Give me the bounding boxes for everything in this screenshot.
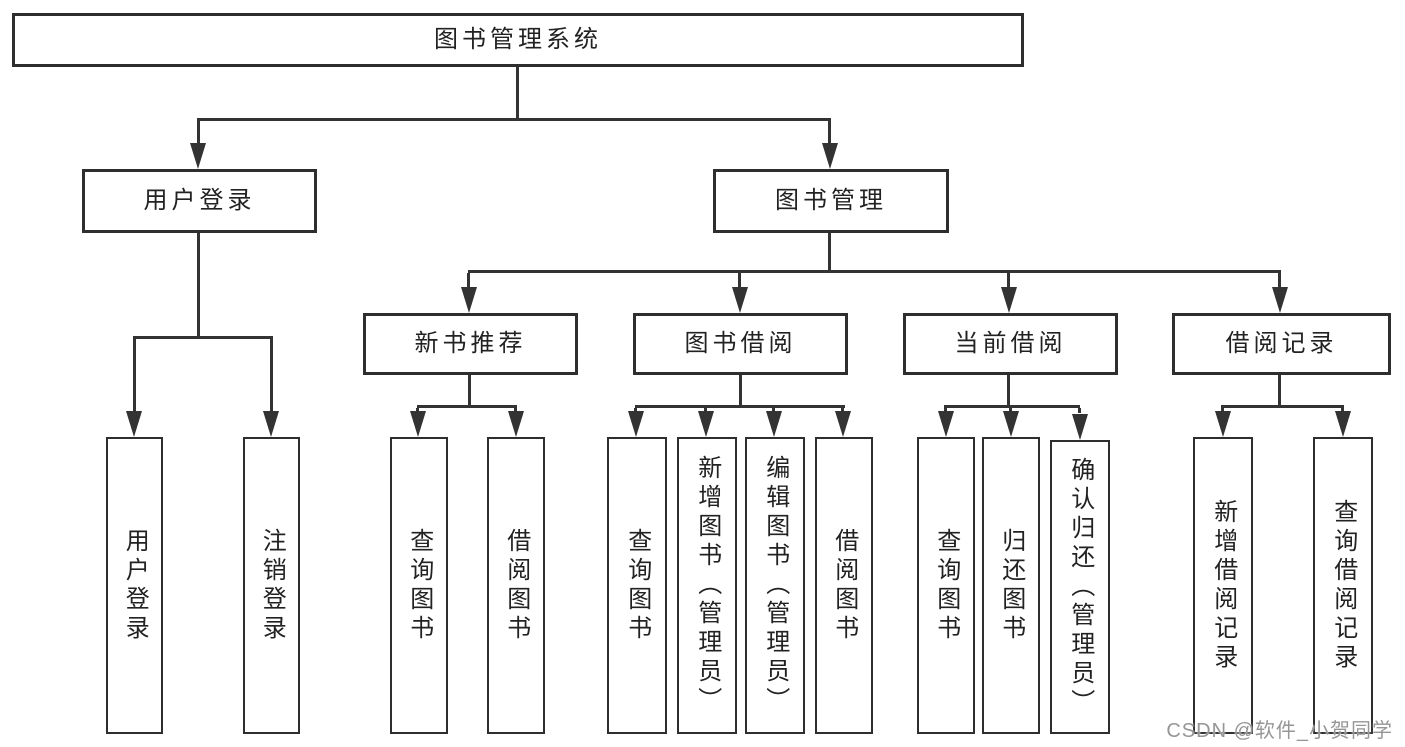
connector-stem (270, 339, 273, 411)
connector-stem (704, 408, 707, 413)
node-current-borrow: 当前借阅 (903, 313, 1118, 375)
leaf-edit-books-admin: 编辑图书（管理员） (745, 437, 805, 734)
connector-stem (1007, 375, 1010, 408)
connector-hbar (944, 405, 1080, 408)
leaf-confirm-return-admin: 确认归还（管理员） (1050, 440, 1110, 734)
leaf-query-books-recommend: 查询图书 (390, 437, 448, 734)
connector-hbar (417, 405, 517, 408)
connector-hbar (635, 405, 845, 408)
node-user-login: 用户登录 (82, 169, 317, 233)
arrowhead (698, 411, 714, 437)
node-borrow-record: 借阅记录 (1172, 313, 1391, 375)
connector-stem (1078, 408, 1081, 413)
node-new-book-recommend: 新书推荐 (363, 313, 578, 375)
arrowhead (1003, 411, 1019, 437)
node-label: 归还图书 (997, 527, 1025, 644)
arrowhead (1272, 287, 1288, 313)
leaf-borrow-books-recommend: 借阅图书 (487, 437, 545, 734)
node-label: 新增图书（管理员） (693, 455, 721, 716)
connector-stem (738, 273, 741, 288)
node-label: 当前借阅 (954, 330, 1067, 358)
leaf-query-borrow-record: 查询借阅记录 (1313, 437, 1373, 734)
leaf-return-books: 归还图书 (982, 437, 1040, 734)
node-label: 新书推荐 (414, 330, 527, 358)
arrowhead (263, 411, 279, 437)
arrowhead (732, 287, 748, 313)
connector-level3-hbar (468, 270, 1281, 273)
connector-mgmt-stem (828, 233, 831, 272)
arrowhead (835, 411, 851, 437)
arrowhead (1001, 287, 1017, 313)
arrowhead (1215, 411, 1231, 437)
node-label: 确认归还（管理员） (1066, 456, 1094, 718)
arrowhead (126, 411, 142, 437)
connector-stem (416, 408, 419, 413)
connector-stem (1009, 408, 1012, 413)
node-label: 图书管理 (775, 187, 887, 215)
node-label: 借阅记录 (1225, 330, 1338, 358)
node-label: 查询图书 (932, 527, 960, 644)
connector-stem (1007, 273, 1010, 288)
node-label: 注销登录 (258, 527, 286, 644)
node-label: 新增借阅记录 (1209, 498, 1237, 673)
connector-level2-hbar (197, 118, 831, 121)
node-label: 图书借阅 (684, 330, 797, 358)
connector-stem (197, 121, 200, 145)
node-label: 借阅图书 (502, 527, 530, 644)
connector-login-hbar (133, 336, 273, 339)
arrowhead (461, 287, 477, 313)
arrowhead (822, 143, 838, 169)
leaf-borrow-books: 借阅图书 (815, 437, 873, 734)
connector-stem (739, 375, 742, 408)
node-label: 用户登录 (143, 187, 256, 215)
arrowhead (766, 411, 782, 437)
connector-stem (133, 339, 136, 411)
connector-stem (468, 375, 471, 408)
connector-stem (1278, 375, 1281, 408)
connector-stem (1341, 408, 1344, 413)
node-label: 编辑图书（管理员） (761, 455, 789, 716)
connector-stem (514, 408, 517, 413)
connector-stem (944, 408, 947, 413)
arrowhead (190, 143, 206, 169)
connector-stem (634, 408, 637, 413)
leaf-user-login: 用户登录 (106, 437, 163, 734)
connector-stem (841, 408, 844, 413)
node-label: 查询借阅记录 (1329, 498, 1357, 673)
node-label: 查询图书 (623, 527, 651, 644)
connector-stem (828, 121, 831, 145)
arrowhead (1072, 414, 1088, 440)
connector-stem (467, 273, 470, 288)
node-label: 用户登录 (121, 527, 149, 644)
leaf-add-books-admin: 新增图书（管理员） (677, 437, 737, 734)
node-label: 图书管理系统 (434, 26, 602, 54)
node-book-borrow: 图书借阅 (633, 313, 848, 375)
csdn-watermark: CSDN @软件_小贺同学 (1166, 720, 1393, 742)
arrowhead (1335, 411, 1351, 437)
connector-stem (1278, 273, 1281, 288)
node-label: 查询图书 (405, 527, 433, 644)
connector-stem (772, 408, 775, 413)
node-label: 借阅图书 (830, 527, 858, 644)
connector-hbar (1221, 405, 1344, 408)
node-library-system-root: 图书管理系统 (12, 13, 1024, 67)
arrowhead (508, 411, 524, 437)
arrowhead (938, 411, 954, 437)
arrowhead (628, 411, 644, 437)
arrowhead (410, 411, 426, 437)
connector-root-stem (516, 67, 519, 121)
leaf-add-borrow-record: 新增借阅记录 (1193, 437, 1253, 734)
leaf-logout: 注销登录 (243, 437, 300, 734)
leaf-query-books-current: 查询图书 (917, 437, 975, 734)
node-book-management: 图书管理 (713, 169, 949, 233)
connector-login-stem (197, 233, 200, 338)
connector-stem (1221, 408, 1224, 413)
leaf-query-books-borrow: 查询图书 (607, 437, 667, 734)
